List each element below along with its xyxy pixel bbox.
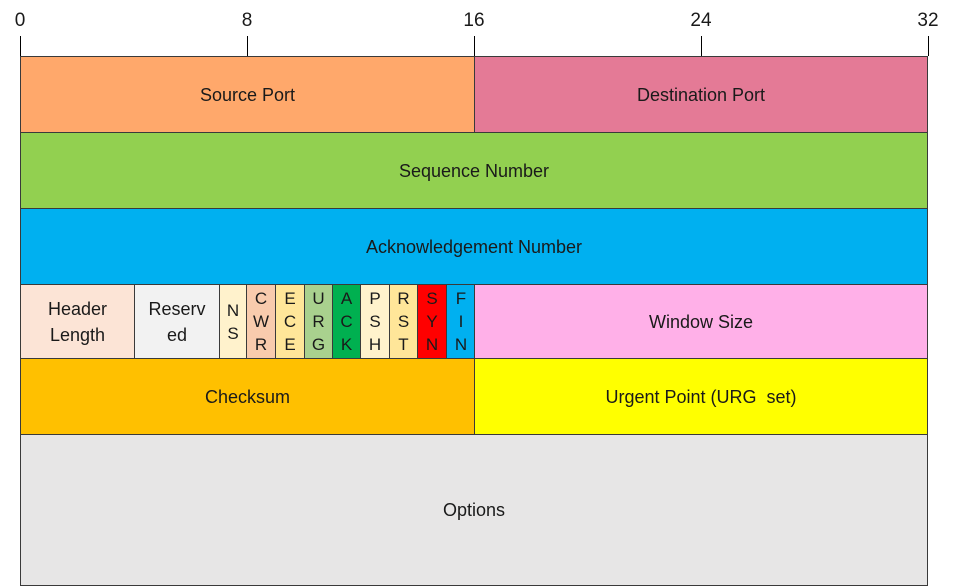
bit-scale-tick-0 — [20, 36, 21, 56]
flag-rst-letter: R — [397, 289, 410, 308]
options-field: Options — [20, 434, 928, 586]
flag-cwr-letter: W — [252, 312, 270, 331]
flag-syn-letter: S — [426, 289, 438, 308]
bit-scale-tick-16 — [474, 36, 475, 56]
destination-port-label: Destination Port — [636, 84, 766, 105]
destination-port-field: Destination Port — [474, 56, 928, 133]
flag-fin-letter: I — [458, 312, 464, 331]
flag-ack-letter: A — [340, 289, 353, 308]
flag-ece-letter: C — [283, 312, 297, 331]
ack-number-field: Acknowledgement Number — [20, 208, 928, 285]
flag-cwr-letter: R — [254, 335, 268, 354]
sequence-number-label: Sequence Number — [398, 160, 550, 181]
sequence-number-field: Sequence Number — [20, 132, 928, 209]
flag-syn-letter: N — [425, 335, 439, 354]
checksum-label: Checksum — [204, 386, 291, 407]
flag-syn-letter: Y — [426, 312, 438, 331]
flag-rst-letter: S — [397, 312, 410, 331]
flag-ack-letter: C — [340, 312, 353, 331]
flag-psh-letter: H — [368, 335, 382, 354]
checksum-field: Checksum — [20, 358, 475, 435]
urgent-point-label: Urgent Point (URG set) — [605, 386, 797, 407]
flag-ack-letter: K — [340, 335, 353, 354]
bit-scale-tick-24 — [701, 36, 702, 56]
window-size-label: Window Size — [648, 311, 754, 332]
flag-urg-letter: G — [311, 335, 326, 354]
bit-scale-label-24: 24 — [690, 10, 712, 31]
bit-scale-tick-32 — [928, 36, 929, 56]
urgent-point-field: Urgent Point (URG set) — [474, 358, 928, 435]
reserved-label: Reserved — [148, 298, 206, 345]
flag-ns-letter: N — [226, 300, 240, 320]
flag-rst-letter: T — [398, 335, 409, 354]
window-size-field: Window Size — [474, 284, 928, 359]
ack-number-label: Acknowledgement Number — [365, 236, 583, 257]
header-length-field: Header Length — [20, 284, 135, 359]
flag-cwr-letter: C — [254, 289, 268, 308]
header-length-label: Header Length — [47, 298, 108, 345]
bit-scale-label-0: 0 — [14, 10, 26, 31]
source-port-field: Source Port — [20, 56, 475, 133]
flag-urg-letter: R — [312, 312, 325, 331]
flag-fin-letter: N — [454, 335, 468, 354]
bit-scale-tick-8 — [247, 36, 248, 56]
flag-psh-letter: P — [369, 289, 381, 308]
options-label: Options — [442, 500, 506, 520]
bit-scale-label-16: 16 — [463, 10, 485, 31]
reserved-field: Reserved — [134, 284, 220, 359]
flag-psh-letter: S — [369, 312, 381, 331]
flag-ece-letter: E — [284, 289, 296, 308]
flag-ns-letter: S — [227, 323, 239, 343]
flag-ece-letter: E — [284, 335, 296, 354]
flag-fin-letter: F — [455, 289, 467, 308]
bit-scale-label-32: 32 — [917, 10, 939, 31]
bit-scale-label-8: 8 — [241, 10, 253, 31]
source-port-label: Source Port — [199, 84, 296, 105]
flag-urg-letter: U — [312, 289, 325, 308]
